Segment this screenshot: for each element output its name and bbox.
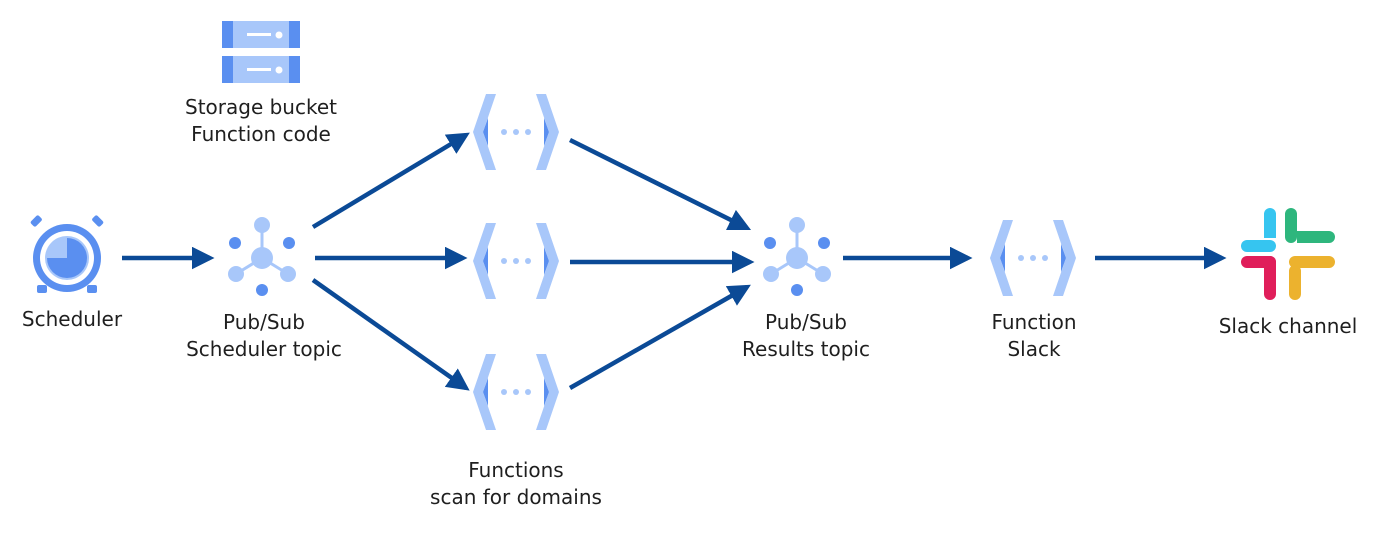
slack-channel-label-line1: Slack channel — [1218, 314, 1358, 338]
arrow-pubsub-to-function-top — [311, 132, 470, 229]
pubsub-scheduler-label-line1: Pub/Sub — [223, 310, 305, 334]
arrow-function-top-to-results — [568, 137, 752, 231]
storage-bucket-icon — [222, 21, 300, 83]
pubsub-results-label-line2: Results topic — [742, 337, 870, 361]
pubsub-results-label-line1: Pub/Sub — [765, 310, 847, 334]
function-slack-label-line1: Function — [991, 310, 1077, 334]
pubsub-scheduler-label: Pub/Sub Scheduler topic — [186, 309, 342, 363]
cloud-function-icon — [990, 220, 1076, 296]
functions-scan-label-line2: scan for domains — [430, 485, 602, 509]
scheduler-label: Scheduler — [22, 306, 122, 333]
scheduler-label-line1: Scheduler — [21, 307, 123, 331]
arrow-function-bottom-to-results — [568, 284, 751, 390]
pubsub-scheduler-label-line2: Scheduler topic — [186, 337, 342, 361]
cloud-function-icon — [473, 94, 559, 170]
slack-logo-icon — [1241, 208, 1335, 300]
storage-bucket-label: Storage bucket Function code — [185, 94, 337, 148]
slack-channel-label: Slack channel — [1219, 313, 1358, 340]
cloud-function-icon — [473, 354, 559, 430]
storage-bucket-label-line1: Storage bucket — [185, 95, 337, 119]
pubsub-icon — [763, 217, 831, 296]
storage-bucket-label-line2: Function code — [191, 122, 331, 146]
function-slack-label-line2: Slack — [1007, 337, 1061, 361]
cloud-function-icon — [473, 223, 559, 299]
scheduler-clock-icon — [30, 215, 104, 293]
functions-scan-label-line1: Functions — [468, 458, 564, 482]
arrow-pubsub-to-function-bottom — [311, 278, 470, 391]
function-slack-label: Function Slack — [991, 309, 1076, 363]
functions-scan-label: Functions scan for domains — [430, 457, 602, 511]
pubsub-results-label: Pub/Sub Results topic — [742, 309, 870, 363]
pubsub-icon — [228, 217, 296, 296]
arrows — [122, 132, 1227, 391]
